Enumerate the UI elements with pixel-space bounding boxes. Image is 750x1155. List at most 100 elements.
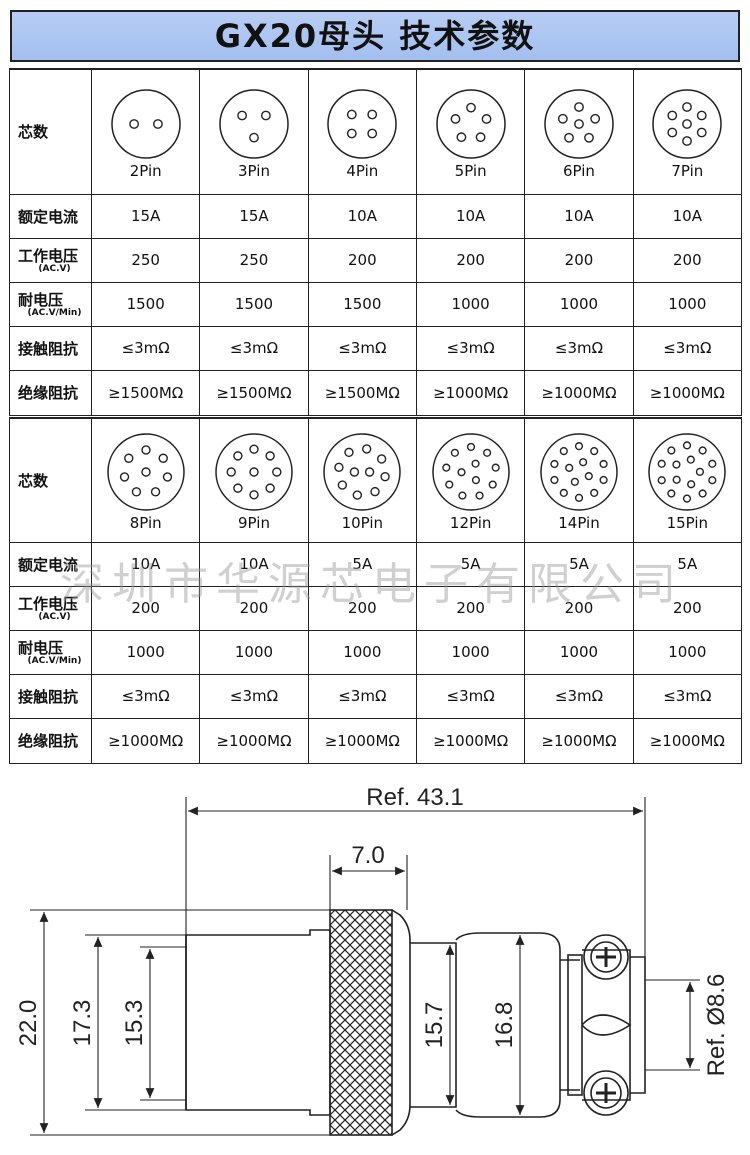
pin-hole bbox=[140, 467, 151, 477]
pin-hole bbox=[334, 462, 344, 473]
pin-hole bbox=[350, 467, 360, 477]
cell: 1000 bbox=[524, 281, 634, 327]
cell: 1500 bbox=[90, 281, 201, 327]
pin-hole bbox=[444, 480, 454, 489]
pin-hole bbox=[657, 476, 667, 485]
spec-table-2: 芯数 8Pin 9Pin 10Pin 12Pin 14Pin 15Pin 额定电… bbox=[9, 417, 743, 764]
connector-12pin-icon bbox=[431, 433, 510, 511]
connector-face bbox=[327, 89, 398, 159]
cell: 5A bbox=[524, 541, 634, 587]
connector-7pin-icon bbox=[652, 89, 723, 159]
neck-dia-label: 15.7 bbox=[421, 1002, 448, 1049]
cell: 10A bbox=[524, 193, 634, 239]
pin-cell: 14Pin bbox=[524, 417, 634, 543]
pin-hole bbox=[599, 460, 608, 469]
connector-dimension-drawing: Ref. 43.1 7.0 22.0 17.3 15.3 15.7 16.8 R… bbox=[15, 784, 730, 1136]
cell: 1000 bbox=[307, 629, 417, 675]
pin-hole bbox=[550, 476, 559, 485]
cell: ≥1000MΩ bbox=[307, 717, 417, 764]
pin-hole bbox=[584, 132, 594, 143]
pin-hole bbox=[475, 132, 486, 142]
label-cores: 芯数 bbox=[9, 68, 92, 195]
pin-hole bbox=[698, 446, 708, 455]
pin-cell: 4Pin bbox=[307, 68, 417, 195]
pin-hole bbox=[667, 127, 678, 138]
pin-hole bbox=[687, 480, 696, 489]
pin-hole bbox=[708, 476, 717, 485]
pin-hole bbox=[337, 480, 348, 490]
cable-dia-label: Ref. Ø8.6 bbox=[703, 974, 730, 1077]
pin-hole bbox=[128, 118, 139, 129]
pin-hole bbox=[367, 128, 378, 139]
pin-hole bbox=[584, 472, 593, 481]
pin-hole bbox=[131, 487, 141, 497]
pin-hole bbox=[599, 476, 608, 485]
cell: 1000 bbox=[632, 281, 743, 327]
pin-hole bbox=[450, 113, 461, 124]
cell: 1500 bbox=[307, 281, 417, 327]
pin-cell: 6Pin bbox=[524, 68, 634, 195]
pin-hole bbox=[140, 445, 151, 455]
pin-hole bbox=[152, 118, 163, 129]
connector-3pin-icon bbox=[219, 89, 289, 159]
row-voltage: 工作电压(AC.V) 250 250 200 200 200 200 bbox=[9, 237, 743, 283]
cell: 10A bbox=[90, 541, 201, 587]
row-cores: 芯数 8Pin 9Pin 10Pin 12Pin 14Pin 15Pin bbox=[9, 417, 743, 543]
cell: 200 bbox=[307, 237, 417, 283]
pin-hole bbox=[574, 442, 584, 451]
pin-hole bbox=[683, 494, 692, 503]
row-insulation: 绝缘阻抗 ≥1500MΩ ≥1500MΩ ≥1500MΩ ≥1000MΩ ≥10… bbox=[9, 369, 743, 416]
pin-hole bbox=[667, 110, 678, 121]
pin-hole bbox=[471, 476, 480, 485]
pin-cell: 2Pin bbox=[90, 68, 201, 195]
pin-hole bbox=[565, 464, 574, 473]
row-contact: 接触阻抗 ≤3mΩ ≤3mΩ ≤3mΩ ≤3mΩ ≤3mΩ ≤3mΩ bbox=[9, 325, 743, 371]
pin-hole bbox=[352, 490, 363, 501]
label-withstand: 耐电压(AC.V/Min) bbox=[9, 281, 92, 327]
cell: 200 bbox=[524, 237, 634, 283]
label-current: 额定电流 bbox=[9, 541, 92, 587]
label-withstand: 耐电压(AC.V/Min) bbox=[9, 629, 92, 675]
label-insulation: 绝缘阻抗 bbox=[9, 717, 92, 764]
pin-hole bbox=[272, 467, 282, 477]
connector-9pin-icon bbox=[215, 433, 293, 511]
cell: 200 bbox=[199, 585, 309, 631]
pin-hole bbox=[249, 444, 259, 455]
cell: ≥1500MΩ bbox=[199, 369, 309, 416]
cell: ≥1000MΩ bbox=[524, 717, 634, 764]
cell: 5A bbox=[632, 541, 743, 587]
pin-hole bbox=[347, 109, 358, 120]
pin-hole bbox=[687, 455, 696, 465]
cell: ≤3mΩ bbox=[307, 673, 417, 719]
connector-face bbox=[648, 433, 727, 511]
pin-hole bbox=[380, 472, 391, 482]
connector-face bbox=[431, 433, 510, 511]
cell: ≥1500MΩ bbox=[90, 369, 201, 416]
cell: ≤3mΩ bbox=[632, 673, 743, 719]
connector-8pin-icon bbox=[106, 433, 185, 511]
cell: ≤3mΩ bbox=[307, 325, 417, 371]
cell: ≥1000MΩ bbox=[524, 369, 634, 416]
pin-hole bbox=[574, 493, 584, 503]
pin-hole bbox=[465, 102, 476, 113]
pin-hole bbox=[481, 113, 492, 124]
cell: 1000 bbox=[199, 629, 309, 675]
cell: 10A bbox=[199, 541, 309, 587]
pin-hole bbox=[550, 460, 559, 469]
cell: ≤3mΩ bbox=[632, 325, 743, 371]
cell: ≥1000MΩ bbox=[199, 717, 309, 764]
cell: ≤3mΩ bbox=[90, 325, 201, 371]
cell: ≥1000MΩ bbox=[415, 369, 526, 416]
pin-hole bbox=[482, 448, 491, 458]
pin-hole bbox=[708, 459, 717, 469]
cell: ≤3mΩ bbox=[415, 325, 526, 371]
row-insulation: 绝缘阻抗 ≥1000MΩ ≥1000MΩ ≥1000MΩ ≥1000MΩ ≥10… bbox=[9, 717, 743, 764]
row-cores: 芯数 2Pin 3Pin 4Pin 5Pin 6Pin 7Pin bbox=[9, 68, 743, 195]
row-withstand: 耐电压(AC.V/Min) 1500 1500 1500 1000 1000 1… bbox=[9, 281, 743, 327]
pin-cell: 3Pin bbox=[199, 68, 309, 195]
connector-face bbox=[219, 89, 289, 159]
pin-hole bbox=[564, 132, 574, 143]
pin-hole bbox=[657, 459, 667, 469]
pin-hole bbox=[579, 458, 588, 467]
pin-hole bbox=[249, 490, 259, 500]
